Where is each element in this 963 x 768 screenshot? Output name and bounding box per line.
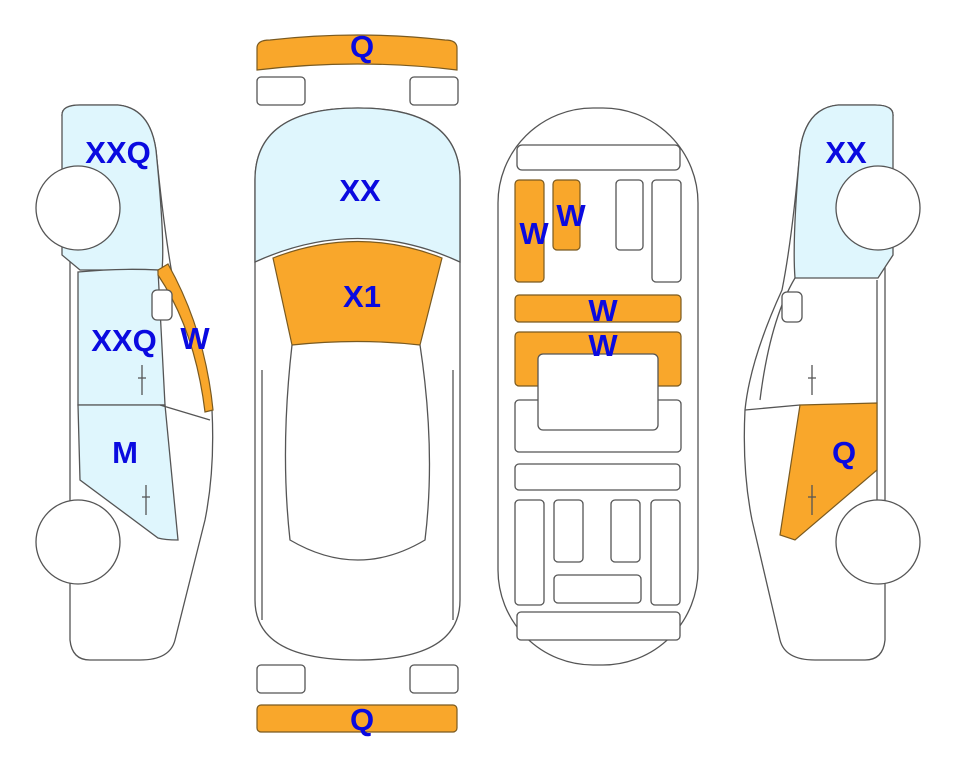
label-right-rear-door: Q [832,435,856,470]
left-a-pillar[interactable] [157,263,214,413]
underbody-view [497,107,699,666]
label-rear-bumper: Q [350,702,374,737]
cabin-outline [284,344,431,561]
rear-left-light [256,664,306,694]
damage-labels: XXQ XXQ W M Q XX X1 Q W W W W XX Q [85,29,867,737]
left-side-view [35,104,214,661]
rear-bumper[interactable] [256,704,458,733]
left-door-handles [138,365,150,515]
label-left-pillar: W [180,321,210,356]
right-front-wheel [835,165,921,251]
label-right-roof: XX [825,135,867,170]
label-underbody-4: W [588,328,618,363]
front-right-light [409,76,459,106]
right-rear-wheel [835,499,921,585]
label-windshield: XX [339,173,381,208]
label-left-front-door: XXQ [91,323,156,358]
left-front-wheel [35,165,121,251]
rear-right-light [409,664,459,694]
label-underbody-3: W [588,293,618,328]
right-mirror [781,291,803,323]
label-underbody-1: W [519,216,549,251]
front-left-light [256,76,306,106]
front-bumper[interactable] [256,34,458,71]
right-door-handles [808,365,816,515]
left-mirror [151,289,173,321]
underbody-panel-1[interactable] [514,179,545,283]
left-rear-wheel [35,499,121,585]
top-view [254,34,461,733]
label-left-roof: XXQ [85,135,150,170]
label-underbody-2: W [556,198,586,233]
underbody-panel-3[interactable] [514,294,682,323]
underbody-panel-2[interactable] [552,179,581,251]
hood-panel[interactable] [272,240,443,346]
label-hood: X1 [343,279,381,314]
label-left-rear-door: M [112,435,138,470]
right-side-view [743,104,921,661]
left-rear-door[interactable] [77,404,179,541]
windshield[interactable] [254,107,461,264]
right-rear-door[interactable] [779,402,878,541]
left-front-door[interactable] [77,268,166,406]
label-front-bumper: Q [350,29,374,64]
